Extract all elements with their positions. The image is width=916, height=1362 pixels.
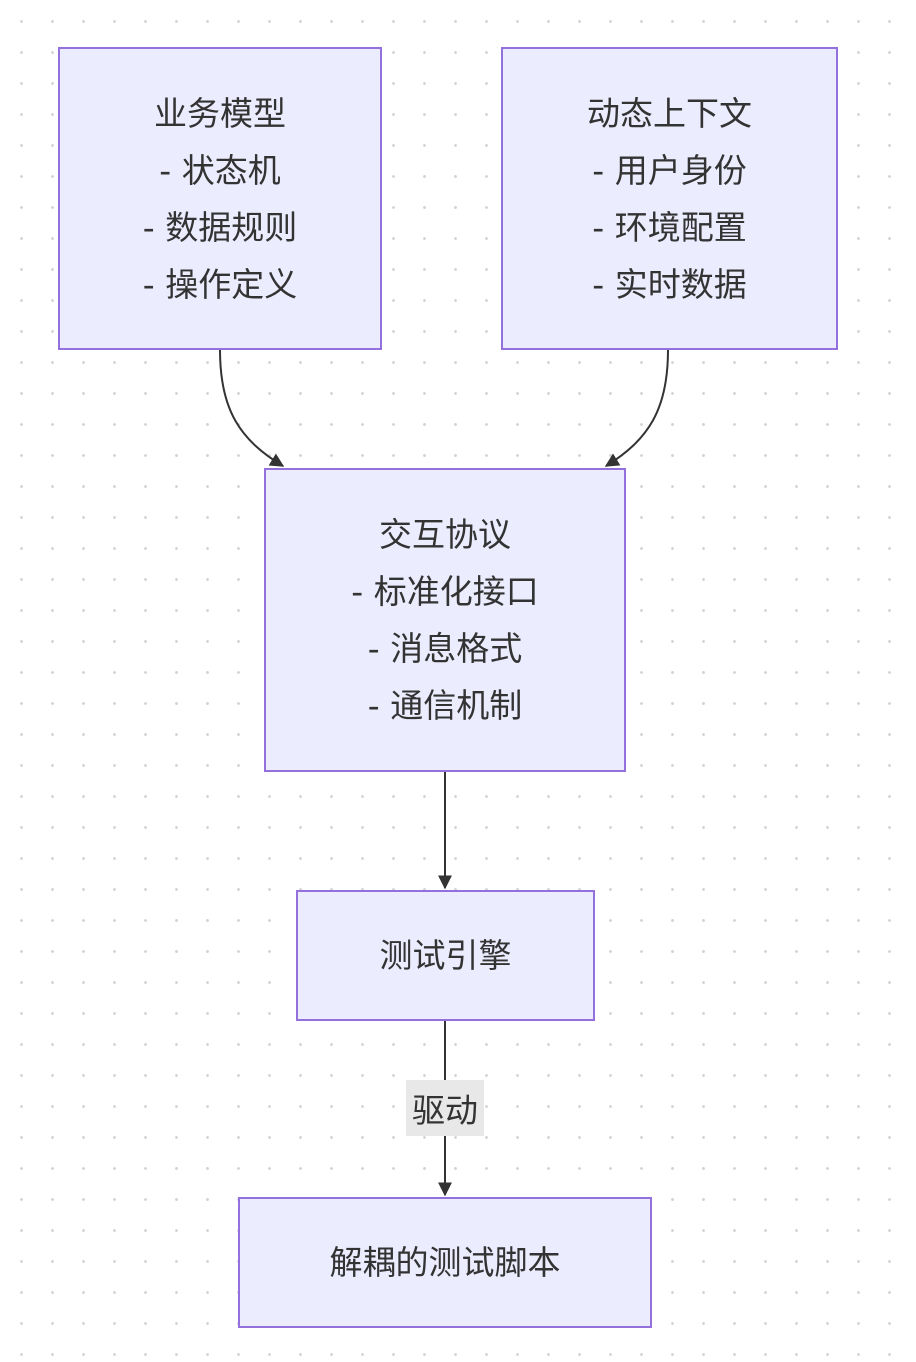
node-test-engine-title: 测试引擎 — [379, 936, 512, 975]
edge-business-model-to-protocol — [219, 349, 285, 467]
node-dynamic-context-title: 动态上下文 — [587, 93, 752, 133]
edge-dynamic-context-to-protocol — [604, 349, 669, 467]
node-interaction-protocol-title: 交互协议 — [379, 515, 511, 554]
node-interaction-protocol-item-1: - 标准化接口 — [351, 572, 539, 611]
edge-label-drive: 驱动 — [406, 1080, 484, 1136]
node-interaction-protocol: 交互协议 - 标准化接口 - 消息格式 - 通信机制 — [264, 468, 626, 772]
node-dynamic-context-item-3: - 实时数据 — [592, 264, 747, 304]
node-dynamic-context-item-1: - 用户身份 — [592, 150, 747, 190]
node-dynamic-context-item-2: - 环境配置 — [592, 207, 747, 247]
node-business-model-item-3: - 操作定义 — [142, 264, 298, 304]
node-business-model-item-2: - 数据规则 — [142, 207, 298, 247]
node-interaction-protocol-item-2: - 消息格式 — [367, 629, 523, 668]
node-decoupled-scripts: 解耦的测试脚本 — [238, 1197, 652, 1328]
node-decoupled-scripts-title: 解耦的测试脚本 — [329, 1243, 561, 1282]
node-business-model-item-1: - 状态机 — [159, 150, 281, 190]
node-interaction-protocol-item-3: - 通信机制 — [367, 686, 523, 725]
node-test-engine: 测试引擎 — [296, 890, 595, 1021]
node-business-model: 业务模型 - 状态机 - 数据规则 - 操作定义 — [58, 47, 382, 350]
node-business-model-title: 业务模型 — [154, 93, 286, 133]
node-dynamic-context: 动态上下文 - 用户身份 - 环境配置 - 实时数据 — [501, 47, 838, 350]
